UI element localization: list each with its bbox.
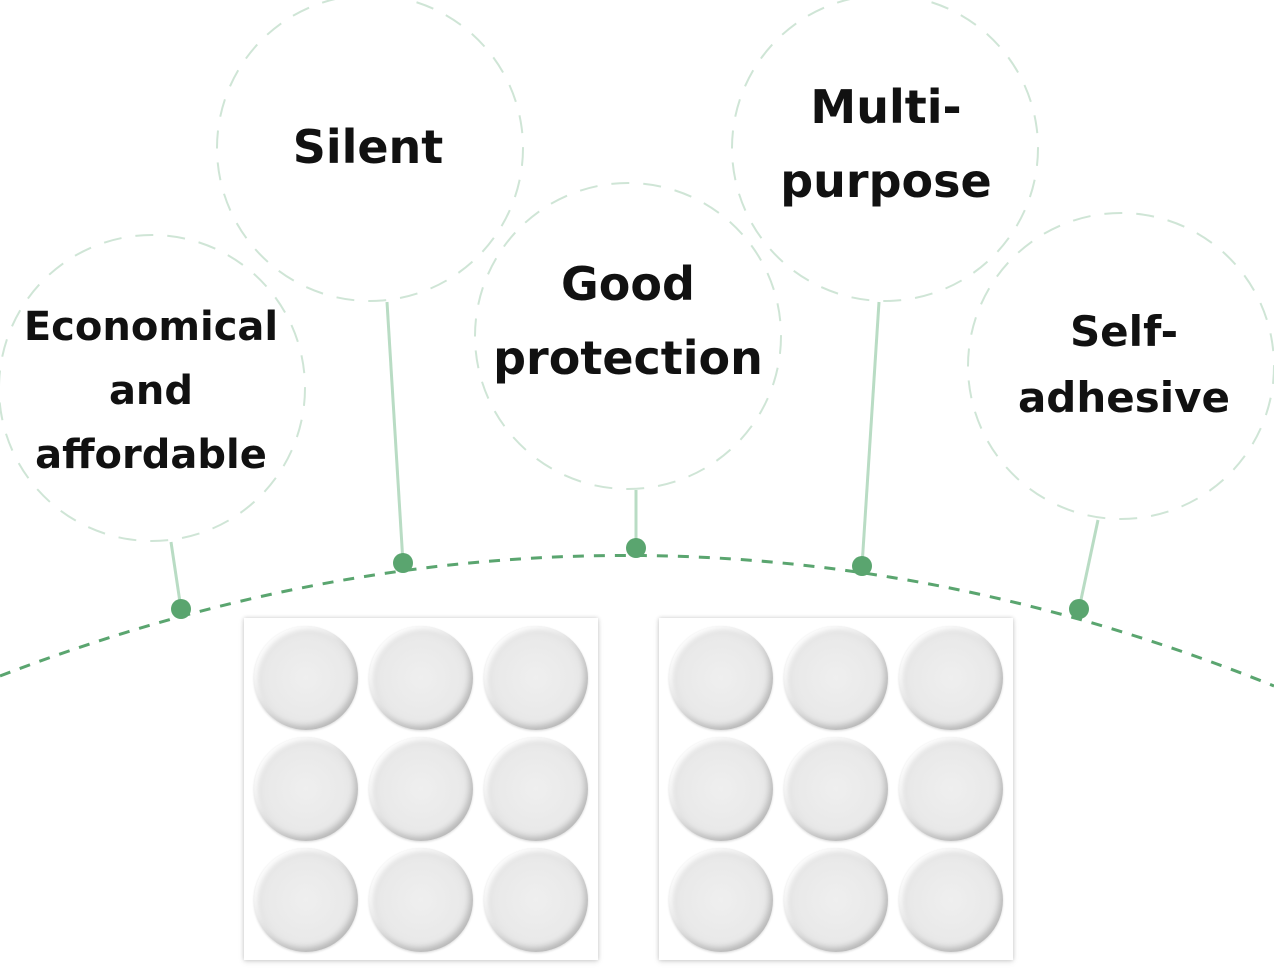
bubble-self-adhesive — [967, 212, 1274, 520]
bumper-pad — [899, 626, 1003, 730]
bumper-pad — [784, 848, 888, 952]
bubble-multi-purpose — [731, 0, 1039, 302]
feature-label-good-protection: Good protection — [493, 257, 763, 385]
bumper-pad — [254, 848, 358, 952]
bumper-pad — [254, 737, 358, 841]
feature-label-multi-purpose: Multi- purpose — [780, 80, 992, 208]
bumper-pad — [784, 626, 888, 730]
bumper-pad — [484, 626, 588, 730]
arc-dot-silent — [393, 553, 413, 573]
bumper-pad — [369, 626, 473, 730]
arc-dot-self-adhesive — [1069, 599, 1089, 619]
connector-economical — [169, 541, 183, 610]
bumper-pad — [484, 737, 588, 841]
bumper-pad-sheet-right — [659, 618, 1013, 960]
arc-dot-good-protection — [626, 538, 646, 558]
connector-silent — [385, 301, 405, 564]
bumper-pad — [899, 737, 1003, 841]
bumper-pad — [669, 626, 773, 730]
bubble-good-protection — [474, 182, 782, 490]
bumper-pad — [669, 737, 773, 841]
bumper-pad — [369, 848, 473, 952]
feature-label-economical: Economical and affordable — [23, 304, 279, 478]
bumper-pad — [484, 848, 588, 952]
bumper-pad-sheet-left — [244, 618, 598, 960]
bubble-silent — [216, 0, 524, 302]
bumper-pad — [254, 626, 358, 730]
feature-label-silent: Silent — [292, 120, 444, 174]
bumper-pad — [784, 737, 888, 841]
bumper-pad — [669, 848, 773, 952]
arc-dot-economical — [171, 599, 191, 619]
connector-self-adhesive — [1077, 519, 1100, 610]
bubble-economical — [0, 234, 306, 542]
feature-label-self-adhesive: Self- adhesive — [1017, 307, 1231, 422]
dashed-arc — [0, 553, 1274, 688]
arc-dot-multi-purpose — [852, 556, 872, 576]
connector-multi-purpose — [860, 301, 881, 567]
bumper-pad — [369, 737, 473, 841]
bumper-pad — [899, 848, 1003, 952]
